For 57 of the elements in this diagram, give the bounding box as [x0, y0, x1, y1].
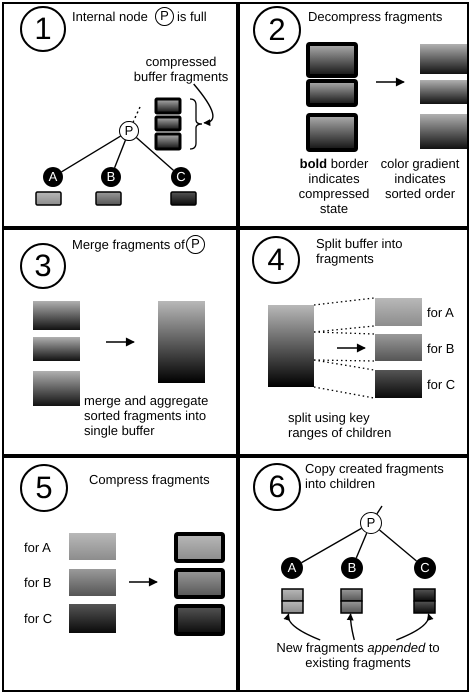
step-number: 4 [252, 236, 300, 284]
step-number: 2 [253, 6, 301, 54]
caption-text: color gradient indicates sorted order [380, 156, 460, 201]
panel [2, 228, 238, 456]
connector-line [301, 528, 362, 564]
connector-line [61, 136, 121, 172]
heading: Internal node [72, 9, 148, 24]
fragment-stack [154, 97, 204, 151]
leader-arrow [284, 613, 320, 641]
heading: Compress fragments [89, 472, 210, 487]
fragment-label: for A [24, 540, 51, 555]
panel [2, 456, 238, 692]
tree-node: P [360, 512, 382, 534]
tree-node: P [186, 235, 205, 254]
caption-text: split using key ranges of children [288, 410, 392, 440]
fragment-stack [413, 588, 436, 614]
tree-node: C [414, 557, 436, 579]
caption-text: merge and aggregate sorted fragments into single buffer [84, 393, 210, 438]
heading: Decompress fragments [308, 9, 442, 24]
tree-node: P [119, 121, 139, 141]
fragment-label: for C [427, 377, 456, 392]
leader-arrow [346, 613, 355, 640]
fragment-label: for C [24, 611, 52, 626]
heading: is full [177, 9, 207, 24]
step-number: 6 [253, 463, 301, 511]
tree-node: C [171, 167, 191, 187]
tree-node: B [101, 167, 121, 187]
step-number: 1 [20, 6, 66, 52]
step-number: 3 [20, 243, 66, 289]
heading: Copy created fragments into children [305, 461, 445, 491]
caption-text: bold border indicates compressed state [298, 156, 370, 216]
heading: Merge fragments of [72, 237, 185, 252]
panel [238, 228, 469, 456]
fragment-stack [340, 588, 363, 614]
fragment-label: for A [427, 305, 454, 320]
connector-line [376, 506, 383, 514]
connector-line [356, 532, 368, 558]
leader-arrow [396, 613, 433, 641]
connector-line [114, 140, 126, 168]
tree-node: A [43, 167, 63, 187]
annotation-text: New fragments appended to existing fragments [258, 640, 458, 670]
tree-node: P [155, 7, 174, 26]
step-number: 5 [20, 464, 68, 512]
connector-line [379, 529, 417, 562]
heading: Split buffer into fragments [316, 236, 404, 266]
leader-arrow [193, 84, 214, 126]
fragment-stack [281, 588, 304, 614]
fragment-label: for B [427, 341, 454, 356]
tree-node: A [281, 557, 303, 579]
annotation-text: compressed buffer fragments [128, 54, 234, 84]
fragment-label: for B [24, 575, 52, 590]
connector-line [136, 137, 174, 171]
panel [2, 2, 238, 228]
panel [238, 456, 469, 692]
connector-line [132, 106, 141, 122]
tree-node: B [341, 557, 363, 579]
panel [238, 2, 469, 228]
